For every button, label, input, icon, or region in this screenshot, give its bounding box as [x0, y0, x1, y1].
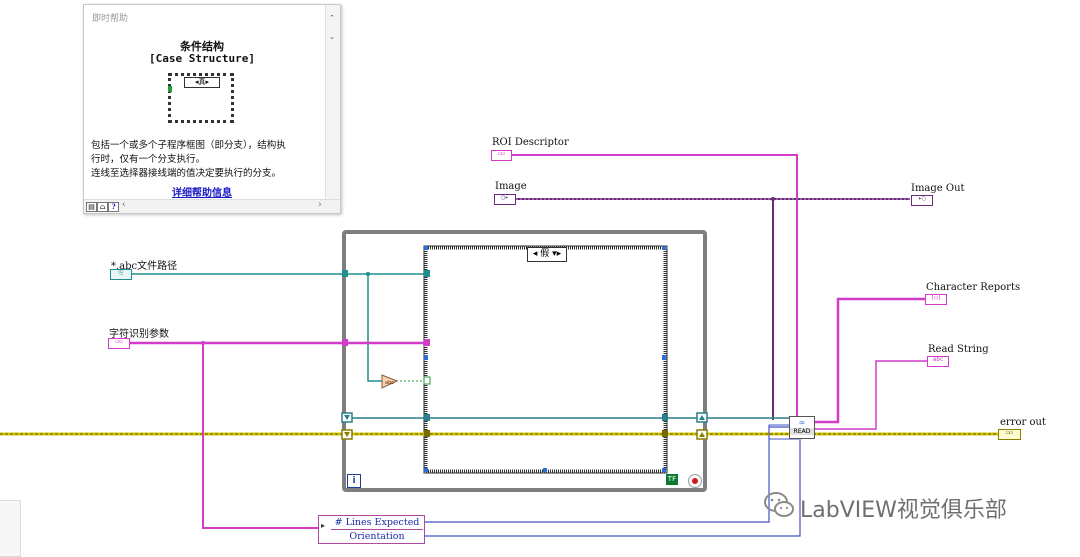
- comparison-node[interactable]: abc: [381, 374, 399, 389]
- read-string-wire[interactable]: [813, 360, 927, 430]
- detail-help-link[interactable]: 详细帮助信息: [172, 188, 232, 199]
- character-reports-wire[interactable]: [813, 297, 925, 424]
- help-window-title: 即时帮助: [92, 14, 129, 24]
- loop-iteration-terminal[interactable]: i: [347, 474, 361, 488]
- scroll-down-icon[interactable]: ⌄: [329, 33, 335, 41]
- error-out-terminal[interactable]: ▭▭: [998, 429, 1021, 440]
- orientation-wire[interactable]: [423, 440, 801, 537]
- ocr-params-label: 字符识别参数: [109, 329, 169, 340]
- ocr-params-wire[interactable]: [130, 341, 428, 529]
- image-label: Image: [495, 181, 527, 192]
- file-path-label: *.abc文件路径: [111, 261, 178, 272]
- watermark-text: LabVIEW视觉俱乐部: [800, 498, 1007, 523]
- help-heading-en: [Case Structure]: [149, 52, 255, 65]
- character-reports-terminal[interactable]: [▭]: [925, 294, 947, 305]
- stop-tf-constant[interactable]: TF: [666, 474, 678, 485]
- lines-expected-wire[interactable]: [423, 426, 789, 523]
- case-structure-preview: ◂真▸: [168, 73, 234, 123]
- help-vertical-scrollbar[interactable]: ⌃ ⌄: [325, 5, 340, 201]
- read-string-terminal[interactable]: abc: [927, 356, 949, 367]
- help-heading-cn: 条件结构: [180, 40, 224, 53]
- ocr-node-glyph: ∞: [798, 418, 806, 427]
- roi-descriptor-terminal[interactable]: ▭▭: [491, 150, 512, 161]
- case-selector-value: 假: [540, 249, 550, 259]
- context-help-window[interactable]: 即时帮助 条件结构 [Case Structure] ◂真▸ 包括一个或多个子程…: [83, 4, 341, 214]
- case-tunnels: [423, 246, 668, 472]
- preview-selector: 真: [198, 78, 206, 86]
- image-terminal[interactable]: ▢▸: [494, 194, 516, 205]
- help-toggle-icon[interactable]: ▤: [86, 202, 97, 212]
- scroll-up-icon[interactable]: ⌃: [329, 14, 335, 22]
- help-desc-line-1: 包括一个或多个子程序框图（即分支），结构执: [91, 140, 286, 151]
- svg-text:abc: abc: [385, 380, 394, 386]
- image-out-terminal[interactable]: ▸▢: [911, 195, 933, 206]
- file-path-terminal[interactable]: ⎘: [110, 269, 132, 280]
- stop-icon[interactable]: [688, 474, 702, 488]
- character-reports-label: Character Reports: [926, 282, 1021, 293]
- loop-tunnels: [341, 270, 708, 440]
- question-icon[interactable]: ?: [108, 202, 119, 212]
- scroll-right-icon[interactable]: ›: [318, 200, 322, 210]
- error-out-label: error out: [1000, 417, 1046, 428]
- unbundle-item-orientation[interactable]: Orientation: [349, 531, 405, 542]
- unbundle-input-icon: ▸: [321, 521, 326, 530]
- ocr-node-label: READ: [790, 428, 814, 435]
- case-selector[interactable]: ◂ 假 ▾▸: [527, 247, 567, 262]
- read-string-label: Read String: [928, 344, 989, 355]
- case-structure-frame[interactable]: [424, 246, 667, 473]
- wechat-icon: [764, 492, 794, 517]
- image-out-label: Image Out: [911, 183, 965, 194]
- ocr-read-node[interactable]: ∞ READ: [789, 416, 815, 439]
- roi-wire[interactable]: [511, 154, 798, 420]
- image-wire[interactable]: [516, 197, 910, 420]
- roi-descriptor-label: ROI Descriptor: [492, 137, 569, 148]
- lock-icon[interactable]: ⌂: [97, 202, 108, 212]
- scroll-left-icon[interactable]: ‹: [122, 200, 126, 210]
- while-loop-frame[interactable]: [342, 230, 707, 492]
- unbundle-item-lines-expected[interactable]: # Lines Expected: [331, 516, 423, 530]
- ocr-params-terminal[interactable]: ▭▭: [108, 338, 130, 349]
- help-desc-line-3: 连线至选择器接线端的值决定要执行的分支。: [91, 168, 282, 179]
- unbundle-by-name[interactable]: ▸ # Lines Expected Orientation: [318, 515, 425, 544]
- help-horizontal-scrollbar[interactable]: ▤ ⌂ ? ‹ ›: [84, 199, 340, 213]
- help-desc-line-2: 行时，仅有一个分支执行。: [91, 154, 206, 165]
- file-path-wire[interactable]: [131, 272, 428, 382]
- side-panel-fragment: [0, 500, 21, 557]
